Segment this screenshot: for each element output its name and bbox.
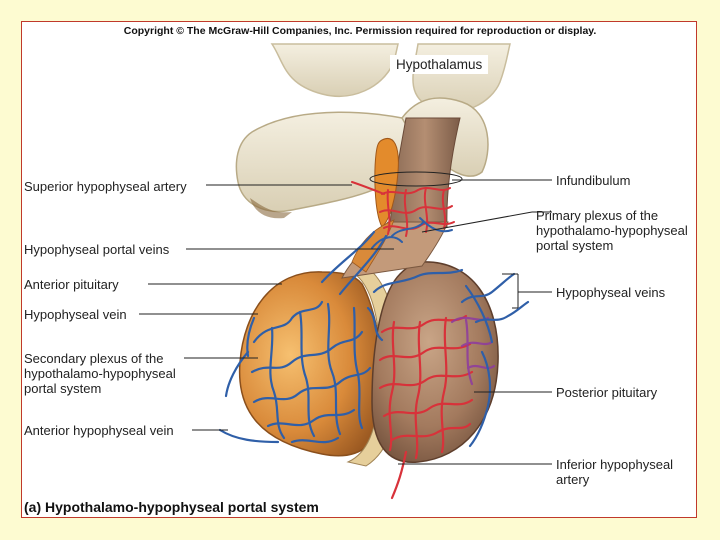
superior-artery-label: Superior hypophyseal artery (24, 179, 187, 194)
posterior-capillary-bed (378, 314, 496, 500)
secondary-plexus-network (218, 230, 388, 444)
posterior-pituitary-label: Posterior pituitary (556, 385, 658, 400)
hypophyseal-vein-label: Hypophyseal vein (24, 307, 127, 322)
figure-caption: (a) Hypothalamo-hypophyseal portal syste… (24, 499, 319, 515)
portal-veins-label: Hypophyseal portal veins (24, 242, 170, 257)
anterior-vein-label: Anterior hypophyseal vein (24, 423, 174, 438)
copyright-notice: Copyright © The McGraw-Hill Companies, I… (123, 25, 597, 37)
hypophyseal-veins-label: Hypophyseal veins (556, 285, 666, 300)
figure-frame: Copyright © The McGraw-Hill Companies, I… (21, 21, 697, 518)
hypophyseal-veins (246, 268, 530, 448)
inferior-artery-label: Inferior hypophyseal artery (556, 457, 674, 487)
hypothalamus-label: Hypothalamus (390, 55, 489, 74)
anterior-pituitary-lobe (238, 271, 385, 457)
infundibulum-label: Infundibulum (556, 173, 631, 188)
anterior-pituitary-label: Anterior pituitary (24, 277, 119, 292)
pituitary-illustration (139, 43, 552, 500)
secondary-plexus-label: Secondary plexus of the hypothalamo-hypo… (24, 351, 176, 396)
primary-plexus-network (351, 181, 455, 237)
primary-plexus-label: Primary plexus of the hypothalamo-hypoph… (536, 208, 688, 253)
leader-lines (139, 179, 552, 465)
infundibulum-marker (369, 171, 463, 187)
